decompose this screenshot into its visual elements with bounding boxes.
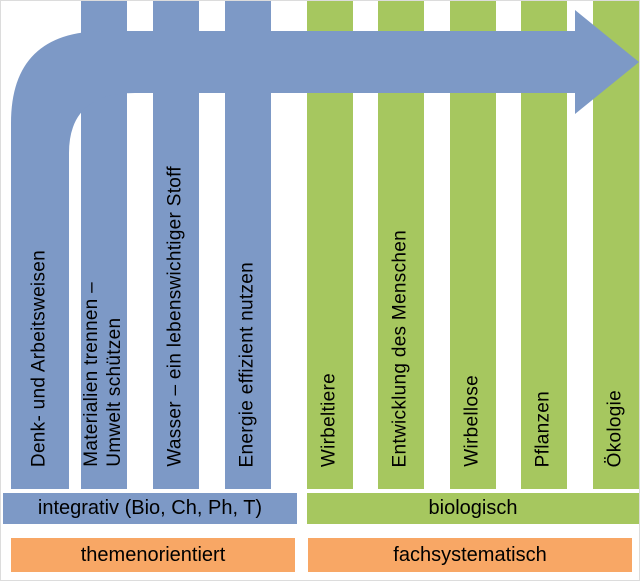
bottom-bar-themenorientiert: themenorientiert — [11, 538, 295, 572]
column-label-denk-und-arbeitsweisen: Denk- und Arbeitsweisen — [28, 249, 50, 467]
column-label-wirbeltiere: Wirbeltiere — [318, 372, 340, 467]
category-bar-biologisch: biologisch — [307, 493, 639, 524]
category-bar-integrativ: integrativ (Bio, Ch, Ph, T) — [3, 493, 297, 524]
column-label-pflanzen: Pflanzen — [532, 390, 554, 467]
column-label-entwicklung-menschen: Entwicklung des Menschen — [389, 229, 411, 467]
column-label-oekologie: Ökologie — [604, 389, 626, 467]
column-label-materialien-trennen: Materialien trennen – Umwelt schützen — [81, 282, 125, 467]
bottom-bar-fachsystematisch: fachsystematisch — [308, 538, 632, 572]
flow-arrow-shape — [11, 10, 639, 489]
column-label-energie: Energie effizient nutzen — [236, 261, 258, 467]
column-label-wirbellose: Wirbellose — [461, 375, 483, 467]
column-label-wasser: Wasser – ein lebenswichtiger Stoff — [164, 166, 186, 467]
